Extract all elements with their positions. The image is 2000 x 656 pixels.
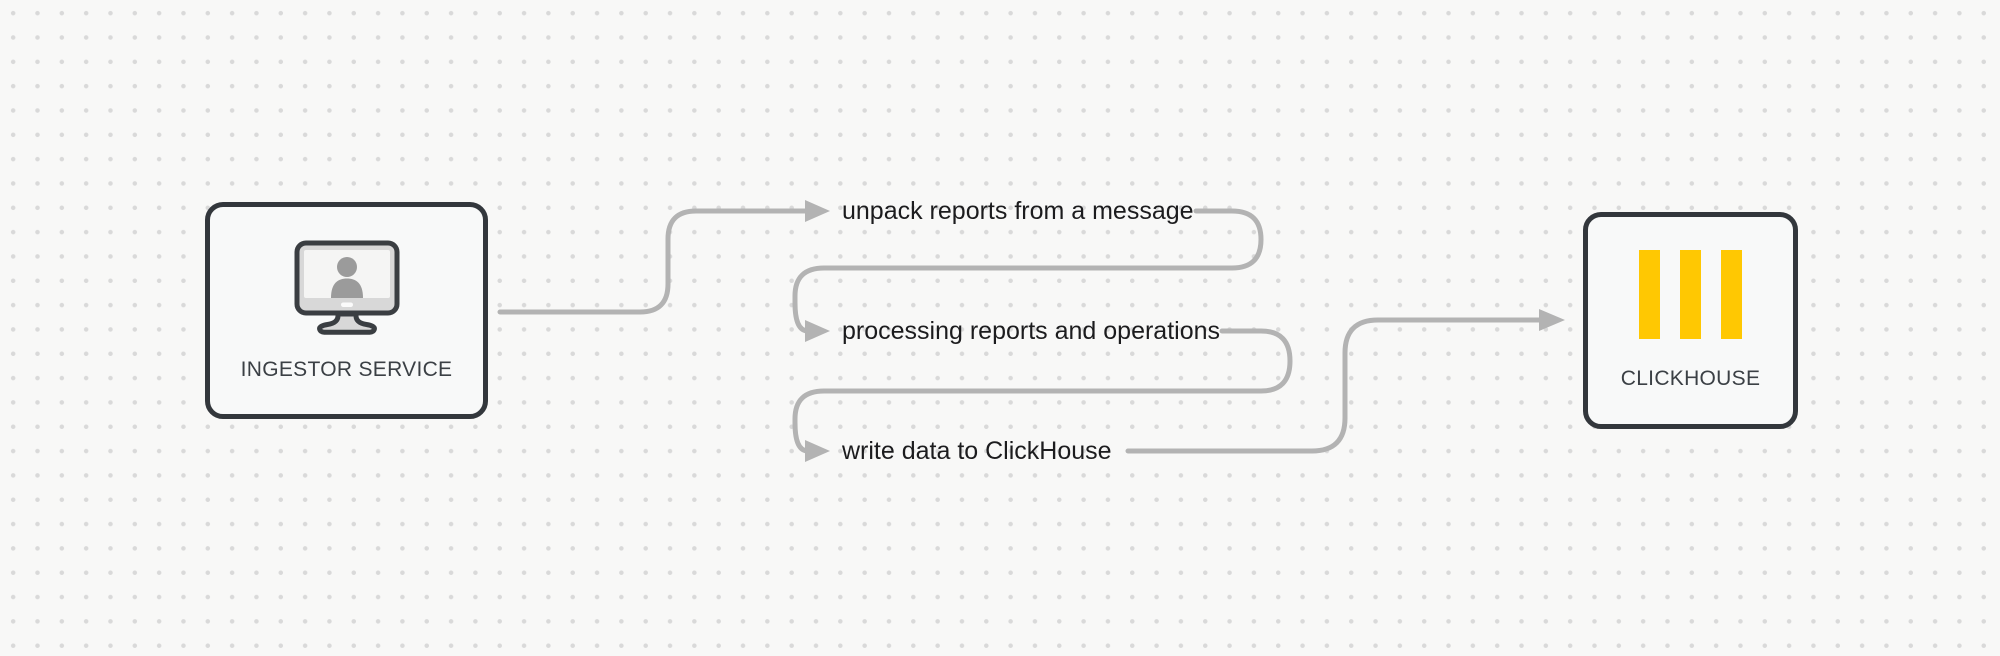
arrowhead-icon	[805, 320, 830, 342]
connector-segment-step3-to-box[interactable]	[1125, 317, 1543, 454]
step-label-processing[interactable]: processing reports and operations	[842, 317, 1221, 345]
connector-segment-step1-to-step2[interactable]	[792, 208, 1264, 334]
node-ingestor-service[interactable]: INGESTOR SERVICE	[205, 202, 488, 419]
clickhouse-bars-logo-icon	[1639, 250, 1742, 344]
node-label-clickhouse: CLICKHOUSE	[1620, 367, 1761, 390]
connector-segment-step2-to-step3[interactable]	[792, 328, 1293, 454]
arrowhead-icon	[1539, 309, 1565, 331]
arrowhead-icon	[805, 440, 830, 462]
step-label-unpack[interactable]: unpack reports from a message	[842, 197, 1194, 225]
step-label-write[interactable]: write data to ClickHouse	[842, 437, 1112, 465]
monitor-user-icon	[294, 240, 400, 341]
arrowhead-icon	[805, 200, 830, 222]
node-clickhouse[interactable]: CLICKHOUSE	[1583, 212, 1798, 429]
node-label-ingestor: INGESTOR SERVICE	[240, 357, 453, 381]
connector-segment-box-to-step1[interactable]	[497, 208, 809, 315]
